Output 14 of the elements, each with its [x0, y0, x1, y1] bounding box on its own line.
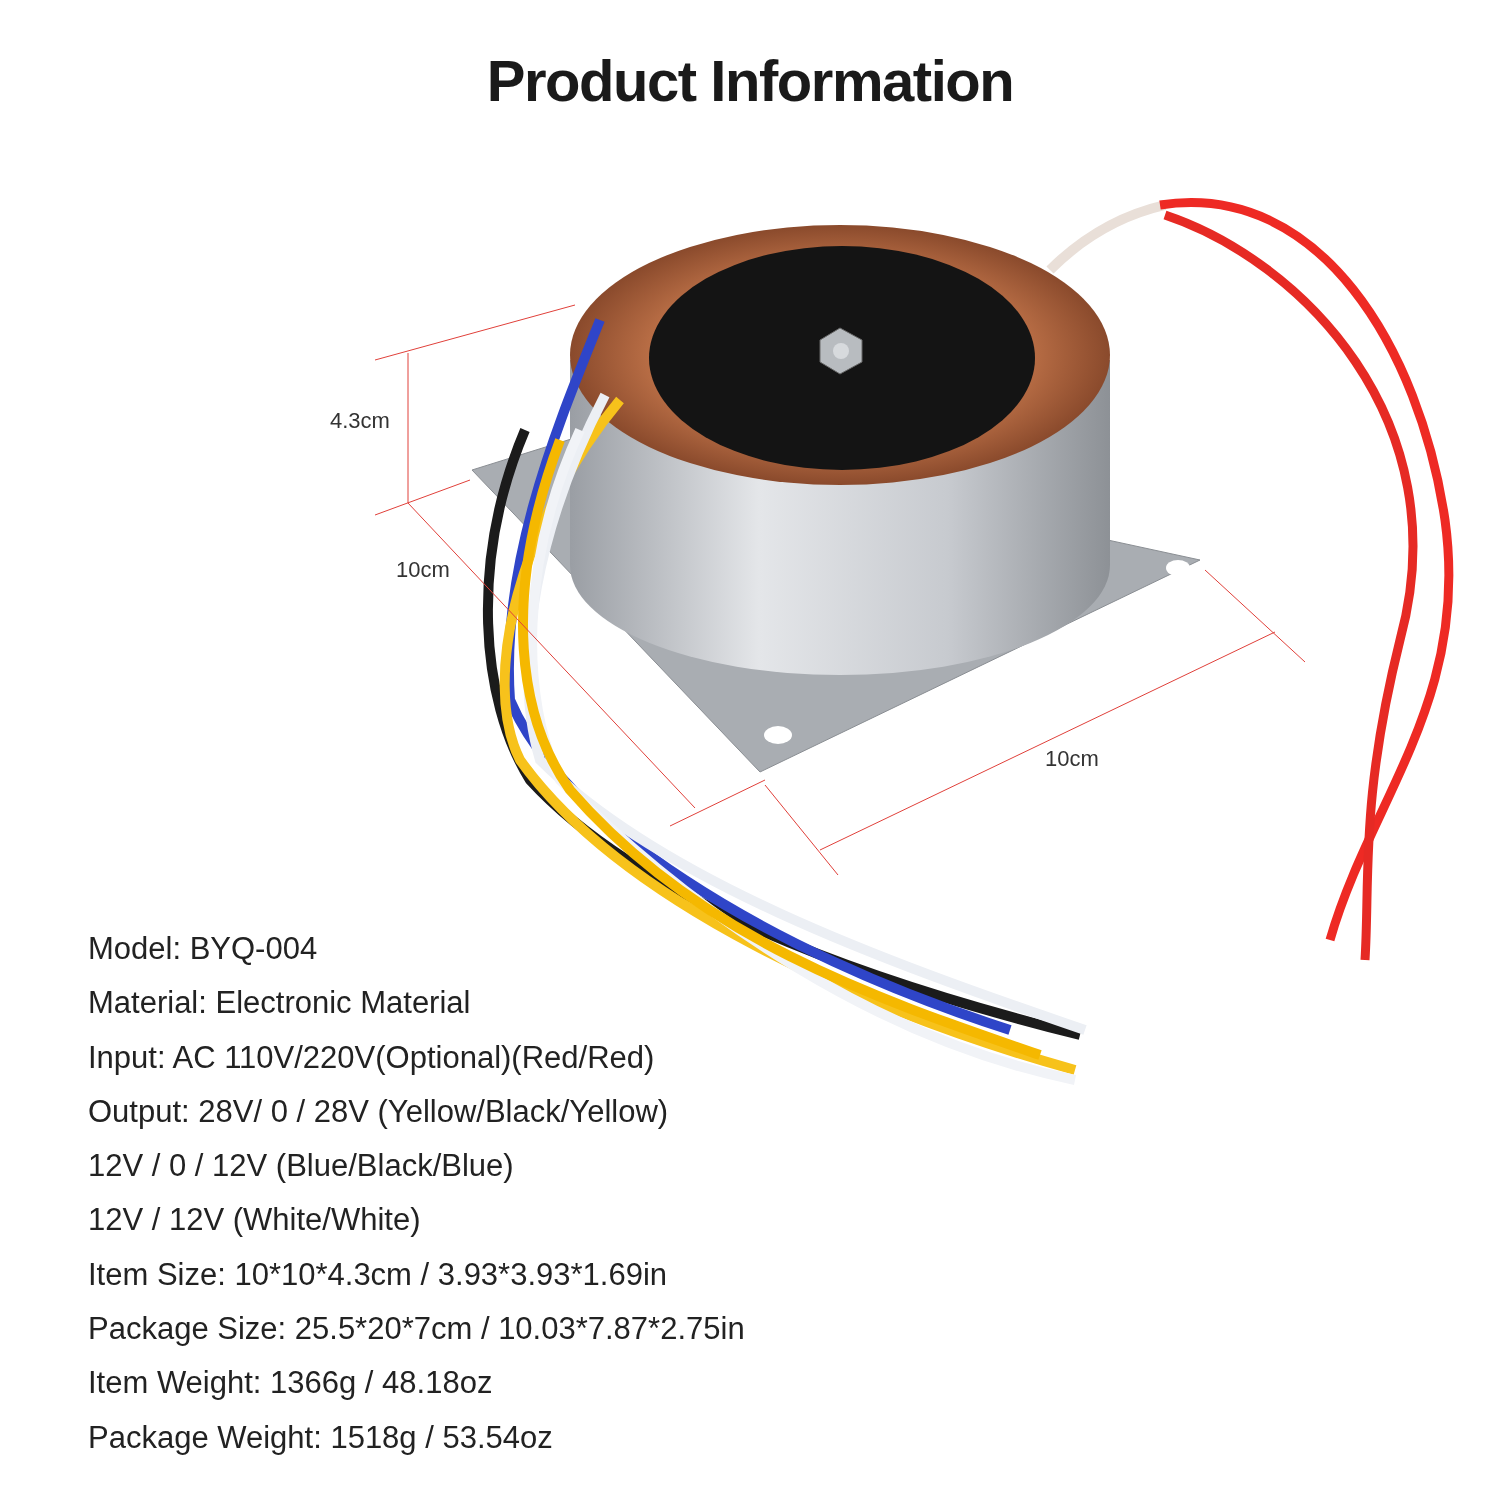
- spec-text: Item Weight: 1366g / 48.18oz: [88, 1364, 494, 1403]
- spec-text: Package Weight: 1518g / 53.54oz: [88, 1418, 554, 1457]
- spec-text: Input: AC 110V/220V(Optional)(Red/Red): [88, 1038, 656, 1077]
- spec-text: 12V / 12V (White/White): [88, 1201, 422, 1240]
- page-title: Product Information: [486, 52, 1014, 110]
- dimension-label: 10cm: [396, 559, 450, 581]
- spec-text: Model: BYQ-004: [88, 930, 319, 968]
- spec-text: 12V / 0 / 12V (Blue/Black/Blue): [88, 1147, 515, 1186]
- spec-text: Package Size: 25.5*20*7cm / 10.03*7.87*2.75in: [88, 1310, 745, 1349]
- dimension-label: 4.3cm: [330, 410, 390, 432]
- dimension-label: 10cm: [1045, 748, 1099, 770]
- spec-text: Item Size: 10*10*4.3cm / 3.93*3.93*1.69in: [88, 1255, 669, 1294]
- spec-text: Output: 28V/ 0 / 28V (Yellow/Black/Yellow): [88, 1092, 670, 1131]
- spec-text: Material: Electronic Material: [88, 984, 472, 1023]
